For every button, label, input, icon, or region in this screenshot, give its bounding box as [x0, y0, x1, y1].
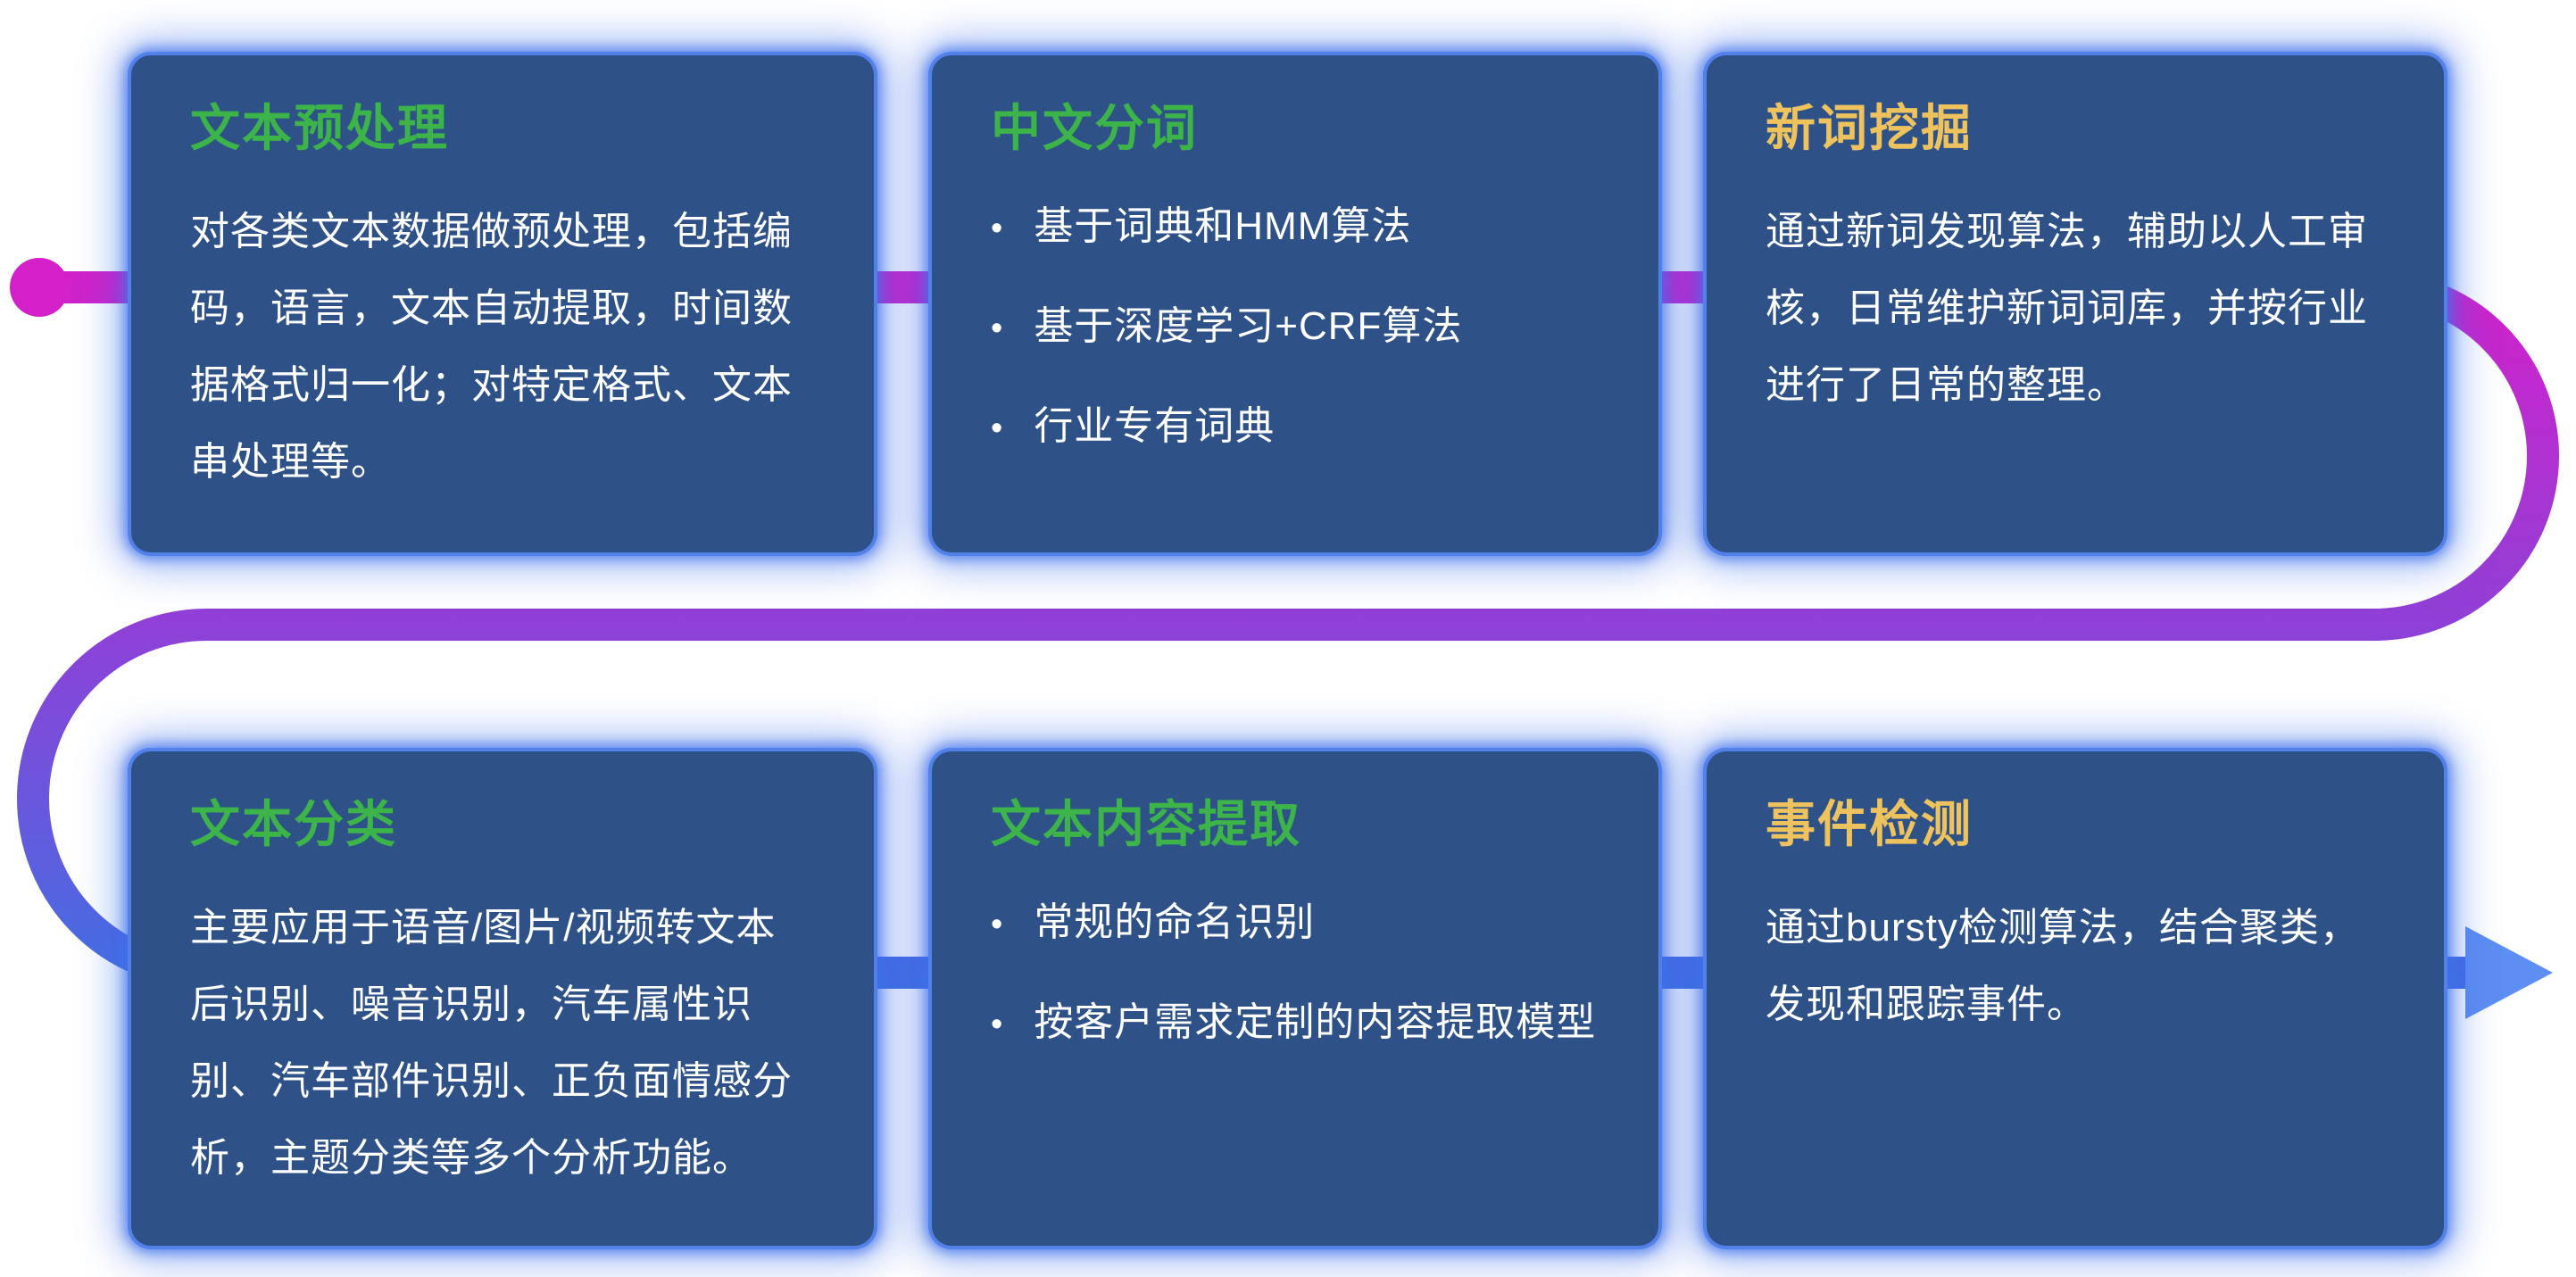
card-body-text: 主要应用于语音/图片/视频转文本后识别、噪音识别，汽车属性识别、汽车部件识别、正… — [190, 906, 793, 1180]
card-body-text: 通过bursty检测算法，结合聚类，发现和跟踪事件。 — [1766, 906, 2360, 1026]
flow-path — [16, 271, 2560, 989]
list-item: • 基于词典和HMM算法 — [991, 194, 1600, 251]
bullet-text: 常规的命名识别 — [1034, 900, 1316, 945]
card-title: 中文分词 — [991, 100, 1198, 156]
card-text-classification: 文本分类 主要应用于语音/图片/视频转文本后识别、噪音识别，汽车属性识别、汽车部… — [128, 748, 877, 1249]
list-item: • 行业专有词典 — [991, 394, 1600, 451]
bullet-list: • 基于词典和HMM算法 • 基于深度学习+CRF算法 • 行业专有词典 — [991, 194, 1600, 451]
card-body-text: 通过新词发现算法，辅助以人工审核，日常维护新词词库，并按行业进行了日常的整理。 — [1766, 210, 2368, 407]
card-title: 文本内容提取 — [991, 796, 1301, 852]
bullet-icon: • — [991, 210, 1004, 248]
card-body-text: 对各类文本数据做预处理，包括编码，语言，文本自动提取，时间数据格式归一化；对特定… — [190, 210, 793, 484]
bullet-text: 按客户需求定制的内容提取模型 — [1034, 1000, 1597, 1045]
card-title: 新词挖掘 — [1766, 100, 1973, 156]
list-item: • 常规的命名识别 — [991, 890, 1600, 947]
card-chinese-word-segmentation: 中文分词 • 基于词典和HMM算法 • 基于深度学习+CRF算法 • 行业专有词… — [928, 52, 1662, 556]
bullet-icon: • — [991, 906, 1004, 944]
arrow-icon — [2465, 926, 2553, 1019]
bullet-icon: • — [991, 410, 1004, 448]
card-text-preprocessing: 文本预处理 对各类文本数据做预处理，包括编码，语言，文本自动提取，时间数据格式归… — [128, 52, 877, 556]
start-dot-icon — [10, 258, 69, 317]
bullet-text: 行业专有词典 — [1034, 404, 1276, 449]
bullet-text: 基于词典和HMM算法 — [1034, 204, 1412, 249]
bullet-icon: • — [991, 1006, 1004, 1044]
bullet-text: 基于深度学习+CRF算法 — [1034, 304, 1463, 349]
card-title: 文本分类 — [190, 796, 397, 852]
list-item: • 基于深度学习+CRF算法 — [991, 294, 1600, 351]
bullet-list: • 常规的命名识别 • 按客户需求定制的内容提取模型 — [991, 890, 1600, 1047]
card-title: 事件检测 — [1766, 796, 1973, 852]
card-event-detection: 事件检测 通过bursty检测算法，结合聚类，发现和跟踪事件。 — [1703, 748, 2447, 1249]
card-text-content-extraction: 文本内容提取 • 常规的命名识别 • 按客户需求定制的内容提取模型 — [928, 748, 1662, 1249]
bullet-icon: • — [991, 310, 1004, 348]
card-title: 文本预处理 — [190, 100, 449, 156]
card-new-word-mining: 新词挖掘 通过新词发现算法，辅助以人工审核，日常维护新词词库，并按行业进行了日常… — [1703, 52, 2447, 556]
list-item: • 按客户需求定制的内容提取模型 — [991, 990, 1600, 1047]
